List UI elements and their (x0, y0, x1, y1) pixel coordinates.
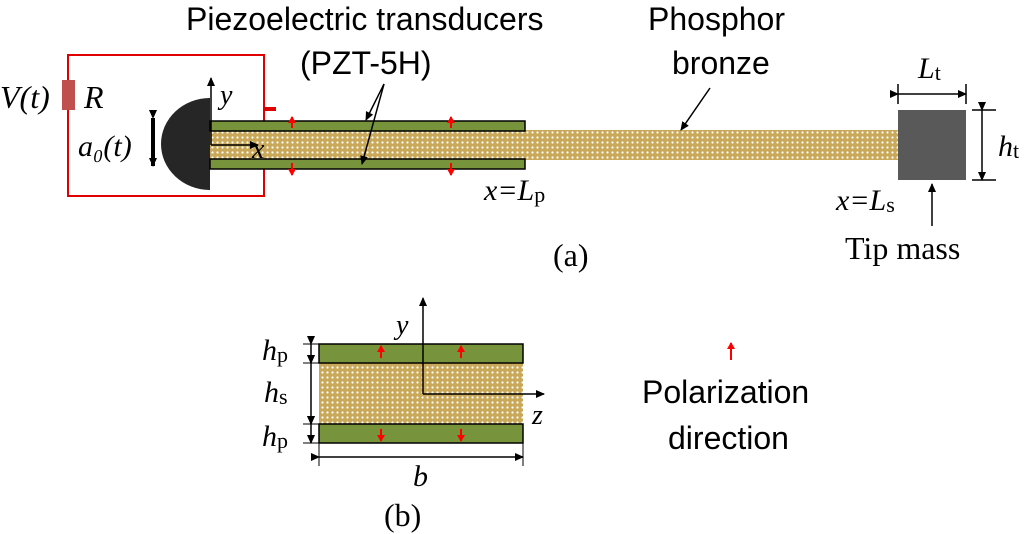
tip-mass-label: Tip mass (845, 230, 960, 266)
piezo-title: Piezoelectric transducers (186, 1, 543, 37)
x-ls-label: x=Ls (835, 184, 895, 217)
base-accel-label: a₀(t) (78, 130, 132, 163)
y-axis-label-b: y (393, 310, 409, 341)
polarization-arrows-b (377, 345, 465, 442)
b-label: b (413, 460, 428, 493)
lt-label: Lt (917, 52, 941, 85)
legend-label-1: Polarization (642, 374, 809, 410)
hs-label: hs (264, 376, 288, 409)
hp-top-label: hp (262, 334, 288, 367)
panel-b-label: (b) (384, 497, 421, 533)
polarization-legend: Polarization direction (642, 342, 809, 456)
x-axis-label-a: x (251, 134, 265, 165)
phosphor-label-1: Phosphor (648, 1, 785, 37)
lead-top (264, 107, 276, 111)
resistor (62, 80, 75, 110)
z-axis-label-b: z (531, 400, 543, 431)
panel-b: y z hp hs hp b (b) (262, 297, 545, 533)
circuit-wire (67, 54, 265, 197)
pointer-substrate (680, 87, 711, 131)
piezo-layer-top (209, 120, 526, 132)
panel-a-label: (a) (553, 237, 589, 273)
phosphor-bronze-substrate (210, 130, 898, 160)
pointer-top-piezo (365, 83, 385, 121)
piezo-material: (PZT-5H) (300, 45, 432, 81)
cross-section-piezo-top (318, 343, 524, 364)
ht-label: ht (998, 130, 1019, 163)
y-axis-label-a: y (217, 80, 233, 111)
polarization-arrows-a (288, 116, 455, 176)
clamp-base (161, 98, 210, 190)
legend-label-2: direction (668, 420, 789, 456)
cross-section-piezo-bottom (318, 423, 524, 444)
voltage-label: V(t) (0, 79, 50, 115)
panel-a: V(t) R a₀(t) y x Piezoelectric transduce… (0, 1, 1019, 273)
resistor-label: R (83, 79, 104, 115)
hp-bottom-label: hp (262, 420, 288, 453)
phosphor-label-2: bronze (672, 45, 770, 81)
pointer-bottom-piezo (360, 83, 385, 165)
tip-mass (898, 110, 966, 180)
x-lp-label: x=Lp (483, 174, 545, 207)
